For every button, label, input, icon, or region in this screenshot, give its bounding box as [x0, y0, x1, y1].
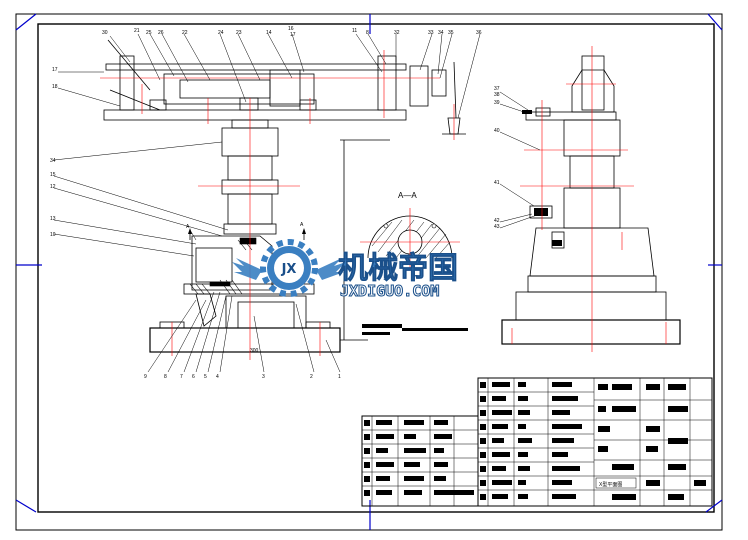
parts-list: X型平面图: [361, 377, 713, 507]
svg-text:8: 8: [164, 374, 167, 380]
svg-text:1: 1: [338, 374, 341, 380]
watermark: JX 机械帝国 JXDIGUO.COM: [232, 239, 458, 301]
svg-text:2: 2: [310, 374, 313, 380]
view-arrow-label-right: A: [300, 222, 304, 228]
section-title: A—A: [398, 191, 417, 200]
watermark-gear-icon: [260, 239, 318, 297]
svg-text:40: 40: [494, 128, 500, 134]
front-hatching: [189, 237, 257, 295]
svg-text:17: 17: [290, 32, 296, 38]
watermark-badge: JX: [281, 262, 297, 277]
svg-text:42: 42: [494, 218, 500, 224]
note-lines: [362, 324, 468, 335]
svg-text:7: 7: [180, 374, 183, 380]
svg-text:17: 17: [52, 67, 58, 73]
side-centerlines: [511, 46, 667, 352]
front-leaders: [53, 33, 481, 373]
svg-text:26: 26: [158, 30, 164, 36]
svg-text:9: 9: [144, 374, 147, 380]
title-block-caption: X型平面图: [599, 481, 622, 488]
sheet-frame: [15, 13, 723, 531]
svg-text:30: 30: [102, 30, 108, 36]
section-a-a: A—A: [360, 191, 460, 270]
svg-text:25: 25: [146, 30, 152, 36]
svg-text:15: 15: [50, 172, 56, 178]
side-callout-numbers: 37 38 39 40 41 42 43: [494, 86, 500, 230]
svg-text:22: 22: [182, 30, 188, 36]
svg-text:32: 32: [394, 30, 400, 36]
watermark-subtitle: JXDIGUO.COM: [340, 282, 439, 300]
view-arrow-label-left: A: [186, 224, 190, 230]
svg-text:11: 11: [352, 28, 357, 34]
svg-text:37: 37: [494, 86, 500, 92]
section-arrows: A A: [186, 222, 306, 240]
svg-text:4: 4: [216, 374, 219, 380]
watermark-title: 机械帝国: [338, 251, 458, 286]
svg-text:5: 5: [204, 374, 207, 380]
svg-text:8: 8: [366, 30, 369, 36]
svg-text:34: 34: [50, 158, 56, 164]
svg-text:39: 39: [494, 100, 500, 106]
svg-text:33: 33: [428, 30, 434, 36]
svg-text:34: 34: [438, 30, 444, 36]
front-centerlines: [100, 50, 455, 360]
side-leaders: [499, 91, 541, 229]
svg-text:23: 23: [236, 30, 242, 36]
svg-text:35: 35: [448, 30, 454, 36]
side-hatching: [522, 110, 562, 246]
svg-text:13: 13: [50, 216, 56, 222]
svg-text:10: 10: [50, 232, 56, 238]
svg-text:18: 18: [52, 84, 58, 90]
svg-text:6: 6: [192, 374, 195, 380]
svg-text:43: 43: [494, 224, 500, 230]
centering-marks: [15, 13, 723, 530]
svg-text:12: 12: [50, 184, 56, 190]
svg-text:14: 14: [266, 30, 272, 36]
svg-text:36: 36: [476, 30, 482, 36]
svg-text:3: 3: [262, 374, 265, 380]
watermark-wings: [232, 258, 346, 280]
svg-text:21: 21: [134, 28, 140, 34]
svg-text:41: 41: [494, 180, 500, 186]
svg-text:24: 24: [218, 30, 224, 36]
svg-text:16: 16: [288, 26, 294, 32]
svg-text:300: 300: [250, 348, 259, 354]
svg-text:38: 38: [494, 92, 500, 98]
side-view: [501, 55, 681, 345]
front-callout-numbers: 17 18 30 21 25 26 22 24 23 14 16 17 11 8…: [50, 26, 482, 380]
